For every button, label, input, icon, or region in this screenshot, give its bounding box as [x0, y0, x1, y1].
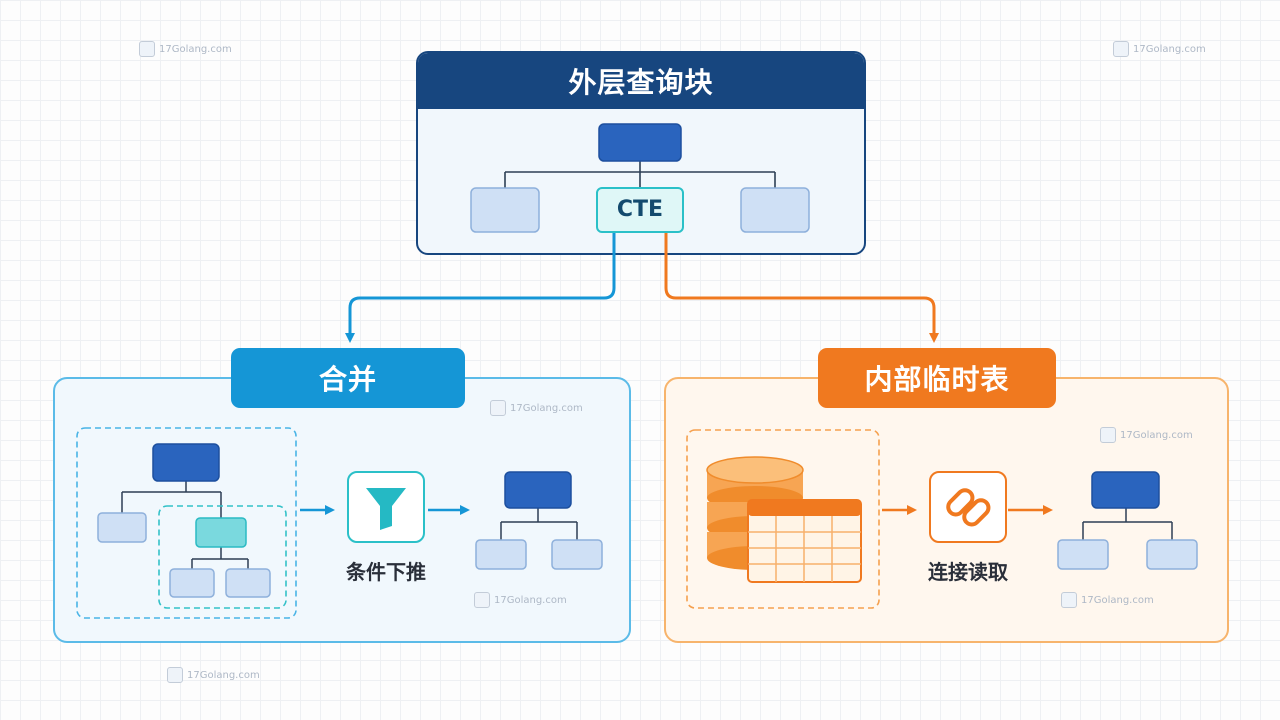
watermark: 17Golang.com: [167, 667, 260, 683]
watermark: 17Golang.com: [1100, 427, 1193, 443]
merge-result-right-node: [551, 539, 603, 570]
merge-result-tree: [475, 471, 603, 570]
join-read-caption: 连接读取: [928, 560, 1008, 584]
funnel-icon: [347, 471, 425, 543]
merge-left-node: [97, 512, 147, 543]
merge-header: 合并: [231, 348, 465, 408]
watermark: 17Golang.com: [139, 41, 232, 57]
watermark-logo-icon: [1061, 592, 1077, 608]
outer-right-node: [740, 187, 810, 233]
watermark: 17Golang.com: [474, 592, 567, 608]
outer-query-header: 外层查询块: [418, 53, 864, 109]
cte-node: [596, 187, 684, 233]
temp-source-group: [686, 429, 880, 609]
merge-title: 合并: [318, 363, 377, 396]
temp-title: 内部临时表: [864, 363, 1010, 396]
temp-result-right-node: [1146, 539, 1198, 570]
merge-cte-node: [195, 517, 247, 548]
watermark-logo-icon: [167, 667, 183, 683]
merge-sub-left-node: [169, 568, 215, 598]
outer-query-title: 外层查询块: [568, 66, 714, 99]
watermark-logo-icon: [1113, 41, 1129, 57]
watermark-logo-icon: [490, 400, 506, 416]
watermark-logo-icon: [139, 41, 155, 57]
watermark: 17Golang.com: [1061, 592, 1154, 608]
merge-source-group: [76, 427, 297, 619]
temp-result-tree: [1057, 471, 1198, 570]
merge-result-root-node: [504, 471, 572, 509]
outer-root-node: [598, 123, 682, 162]
watermark: 17Golang.com: [490, 400, 583, 416]
outer-tree: [470, 123, 810, 233]
watermark-logo-icon: [1100, 427, 1116, 443]
cte-label: CTE: [616, 197, 664, 222]
temp-branch-arrow: [664, 233, 939, 343]
pushdown-caption: 条件下推: [346, 560, 426, 584]
merge-root-node: [152, 443, 220, 482]
watermark-logo-icon: [474, 592, 490, 608]
temp-header: 内部临时表: [818, 348, 1056, 408]
merge-sub-right-node: [225, 568, 271, 598]
outer-left-node: [470, 187, 540, 233]
watermark: 17Golang.com: [1113, 41, 1206, 57]
chain-link-icon: [929, 471, 1007, 543]
merge-subquery-region: [158, 505, 287, 609]
merge-branch-arrow: [345, 233, 616, 343]
merge-result-left-node: [475, 539, 527, 570]
temp-result-left-node: [1057, 539, 1109, 570]
table-icon: [747, 499, 862, 583]
temp-result-root-node: [1091, 471, 1160, 509]
